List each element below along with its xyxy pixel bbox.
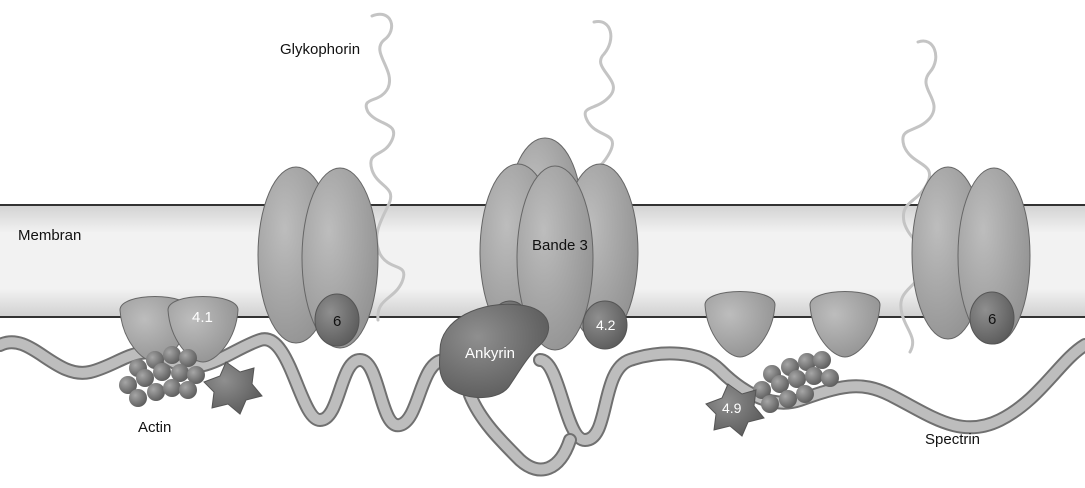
label-protein-6-left: 6	[333, 313, 341, 330]
label-bande3: Bande 3	[532, 237, 588, 254]
label-protein-4-1: 4.1	[192, 309, 213, 326]
label-protein-4-2: 4.2	[596, 317, 616, 333]
label-glykophorin: Glykophorin	[280, 41, 360, 58]
label-membran: Membran	[18, 227, 81, 244]
label-protein-6-right: 6	[988, 311, 996, 328]
label-actin: Actin	[138, 419, 171, 436]
transmembrane-protein-right	[912, 167, 1030, 344]
label-protein-4-9: 4.9	[722, 400, 742, 416]
label-ankyrin: Ankyrin	[465, 345, 515, 362]
label-spectrin: Spectrin	[925, 431, 980, 448]
transmembrane-protein-left	[258, 167, 378, 348]
